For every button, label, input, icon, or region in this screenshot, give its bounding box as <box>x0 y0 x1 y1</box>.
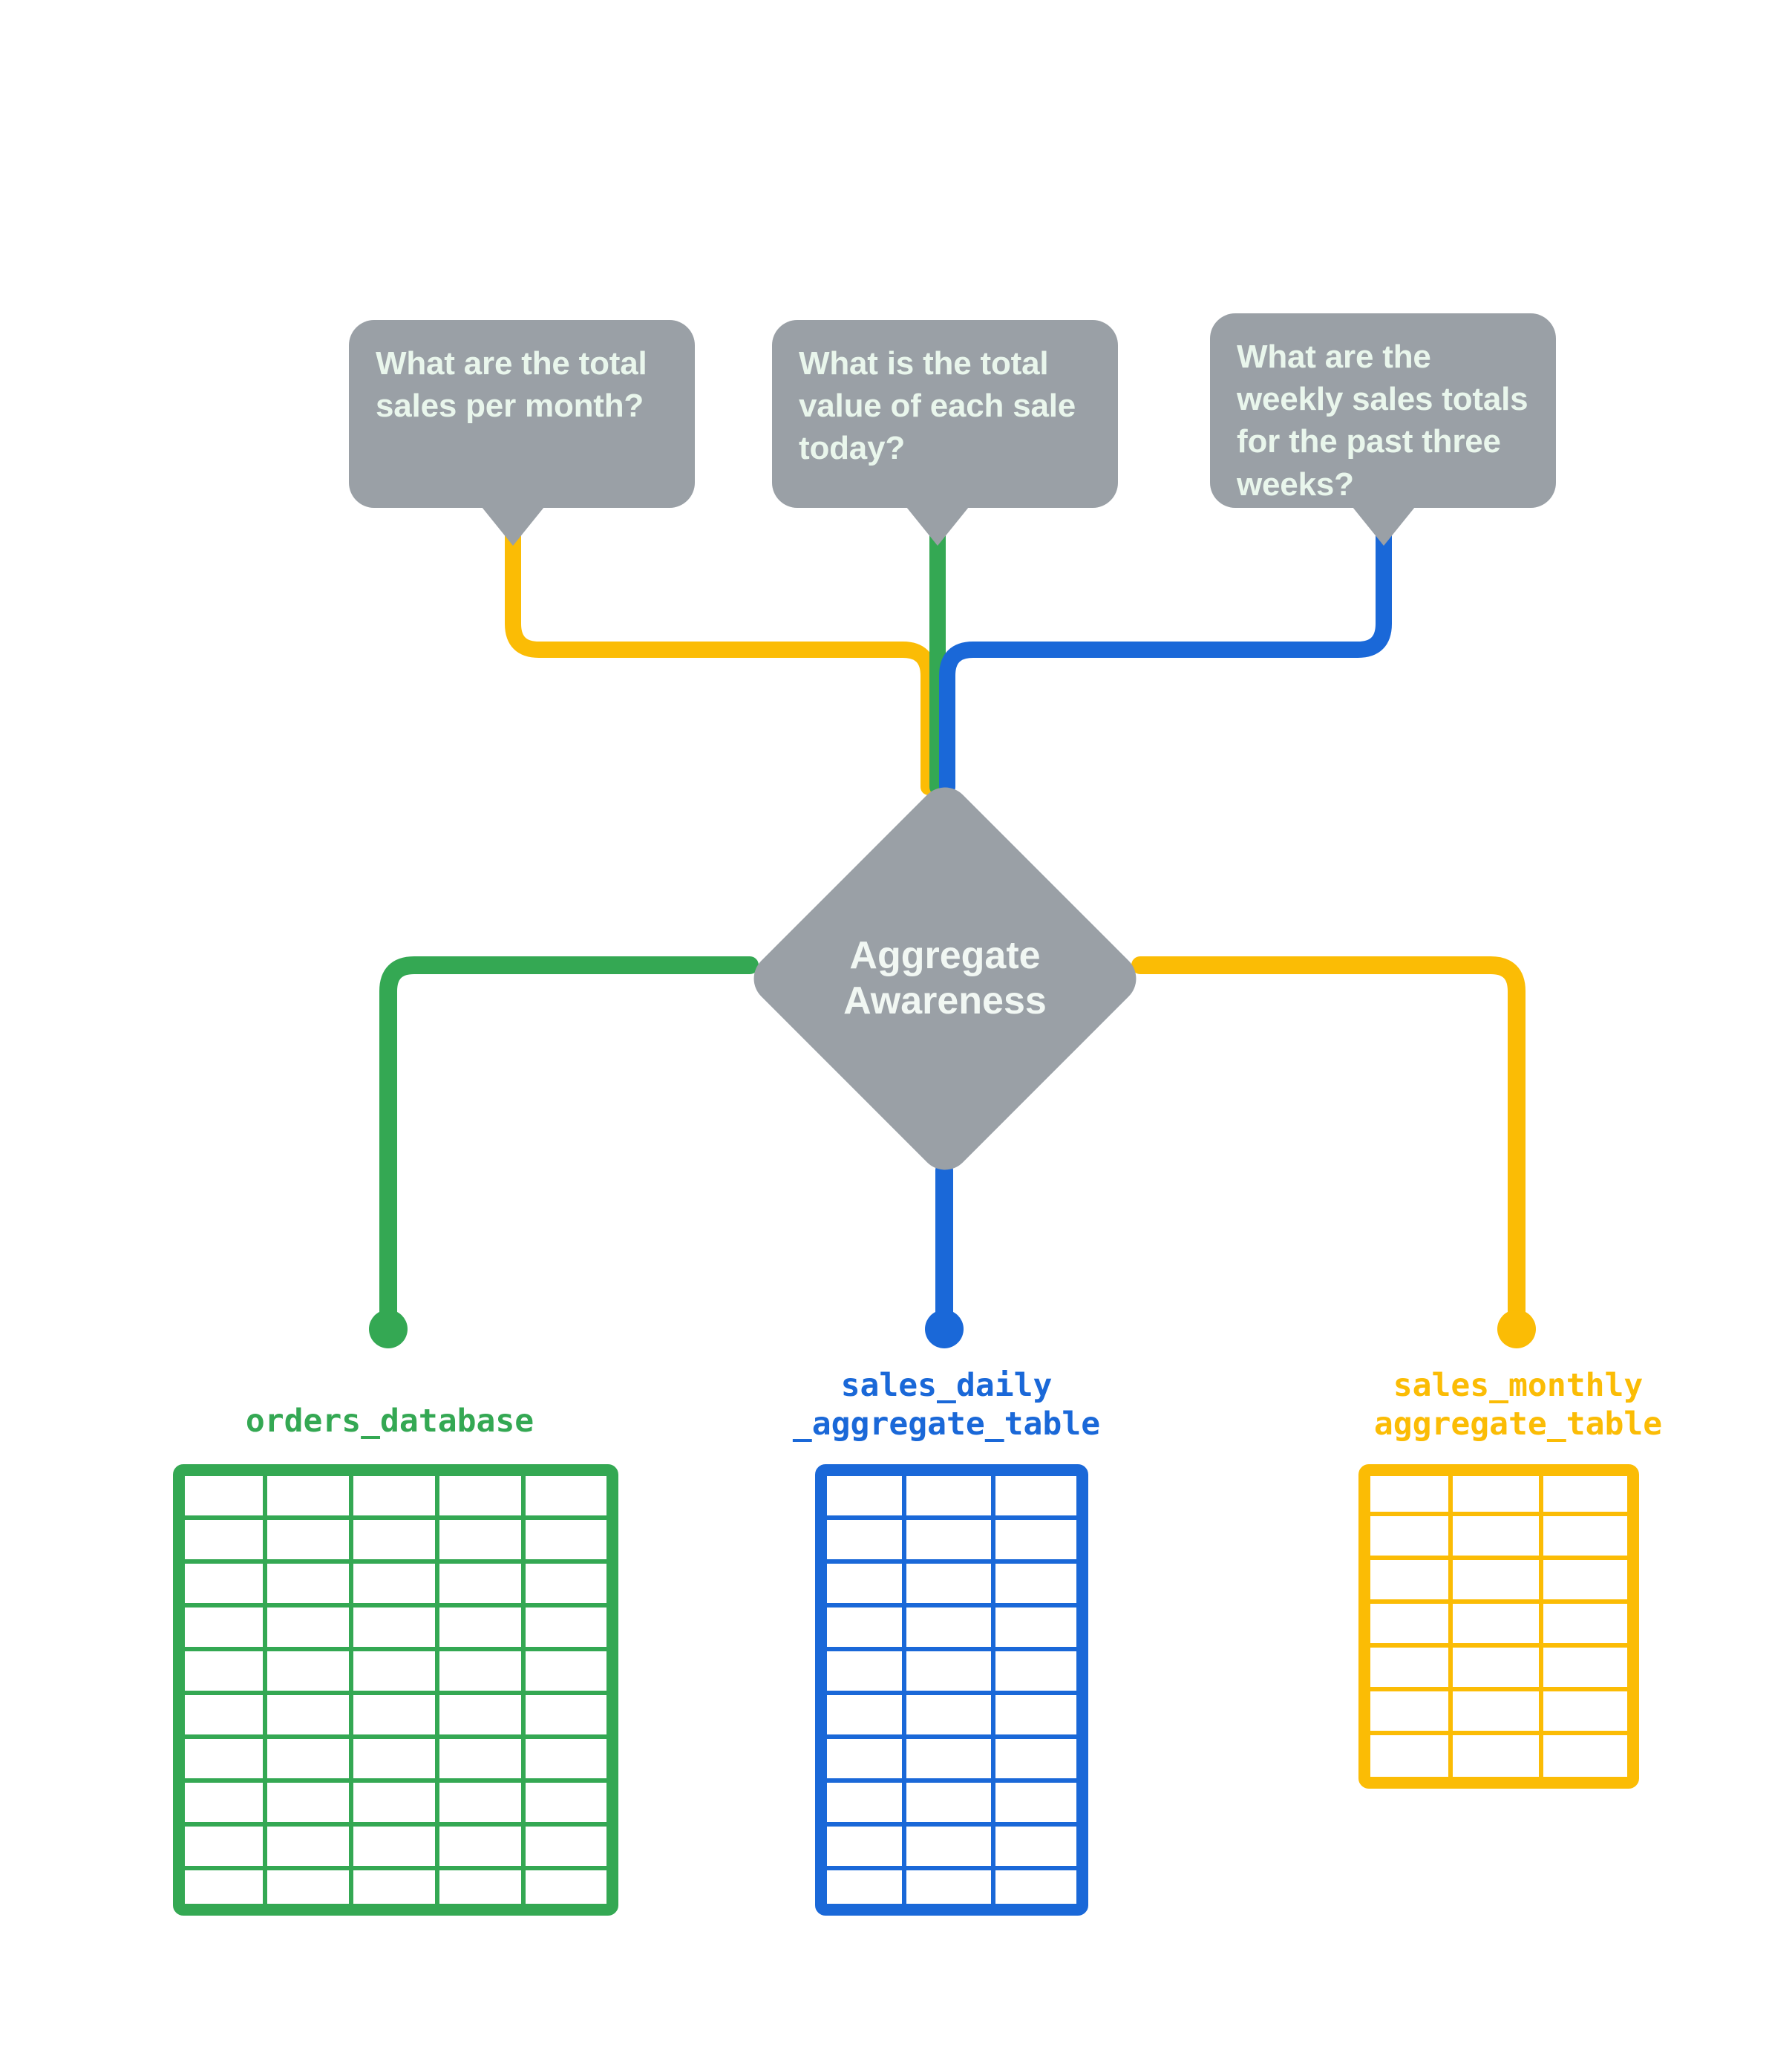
question-bubble-daily[interactable]: What is the total value of each sale tod… <box>772 320 1118 508</box>
question-bubble-daily-text: What is the total value of each sale tod… <box>799 345 1076 467</box>
endpoint-dot-yellow <box>1497 1310 1536 1348</box>
question-bubble-daily-tail <box>906 507 969 546</box>
table-grid-orders-database <box>173 1464 618 1916</box>
connector-green-table <box>379 956 759 1331</box>
question-bubble-monthly-tail <box>482 507 544 546</box>
table-label-sales-monthly: sales_monthly aggregate_table <box>1373 1367 1663 1443</box>
question-bubble-monthly[interactable]: What are the total sales per month? <box>349 320 695 508</box>
connector-yellow-table <box>1131 956 1526 1331</box>
table-grid-sales-monthly <box>1358 1464 1639 1789</box>
diamond-shape <box>743 777 1147 1181</box>
question-bubble-monthly-text: What are the total sales per month? <box>376 345 647 425</box>
aggregate-awareness-node[interactable]: Aggregate Awareness <box>743 777 1147 1181</box>
connector-blue-question <box>939 525 1392 795</box>
connector-yellow-question <box>505 526 937 795</box>
endpoint-dot-blue <box>925 1310 964 1348</box>
table-label-orders-database: orders_database <box>245 1403 534 1440</box>
table-label-sales-daily: sales_daily _aggregate_table <box>792 1367 1101 1443</box>
table-grid-sales-daily <box>815 1464 1088 1916</box>
endpoint-dot-green <box>369 1310 408 1348</box>
question-bubble-weekly-text: What are the weekly sales totals for the… <box>1237 339 1528 503</box>
question-bubble-weekly-tail <box>1353 507 1415 546</box>
question-bubble-weekly[interactable]: What are the weekly sales totals for the… <box>1210 313 1556 508</box>
